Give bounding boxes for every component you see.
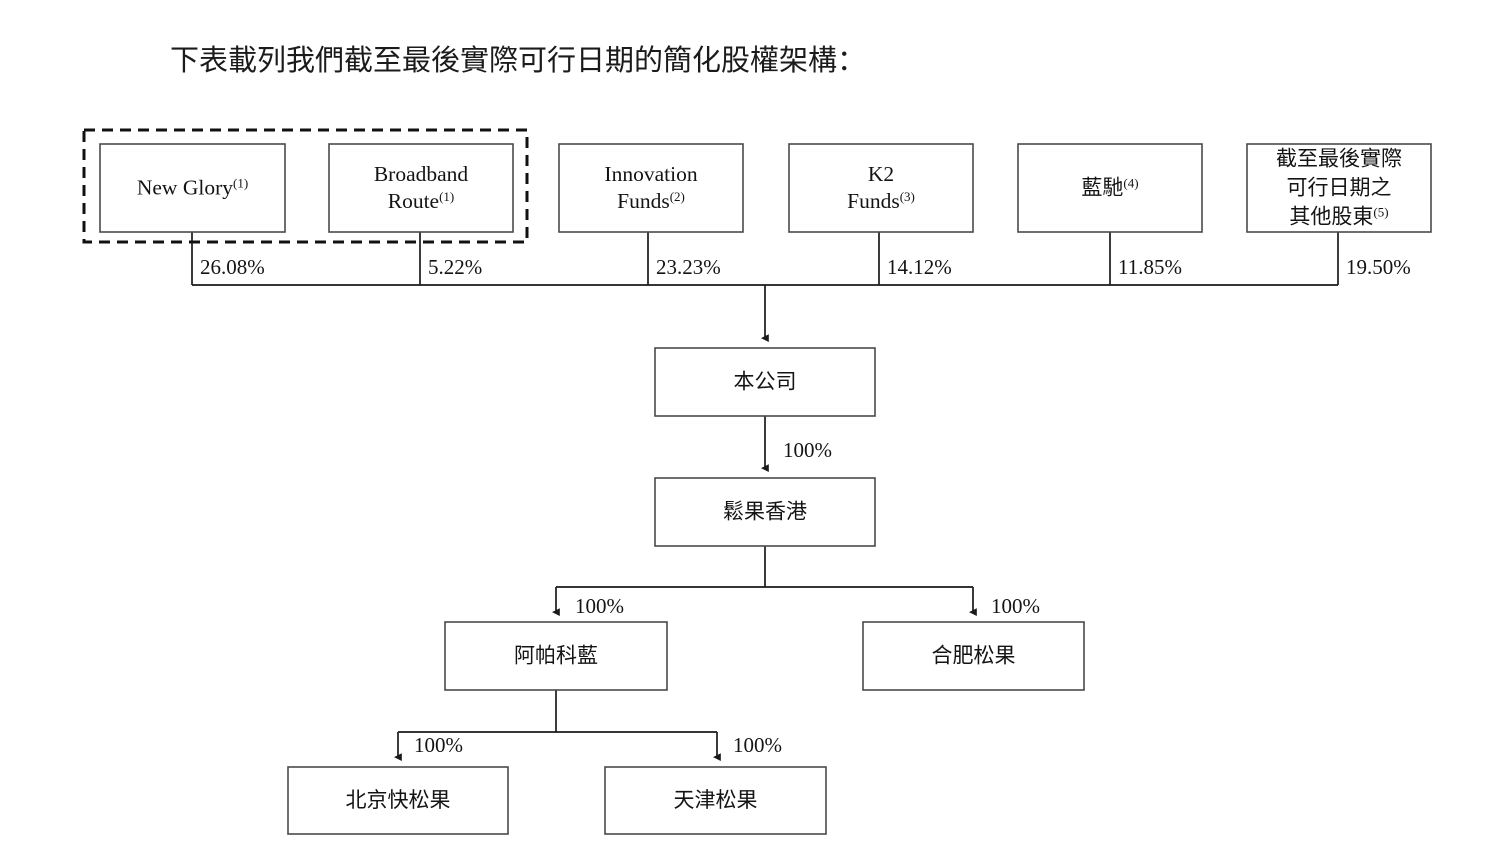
group-box-controlling_group (82, 128, 529, 244)
node-label-others: 截至最後實際 (1276, 147, 1402, 171)
node-hefei[interactable]: 合肥松果 (862, 621, 1085, 691)
node-songguo_hk[interactable]: 鬆果香港 (654, 477, 876, 547)
footnote-marker-others: (5) (1373, 204, 1388, 219)
node-box-beijing (287, 766, 509, 835)
node-label-beijing: 北京快松果 (346, 788, 451, 812)
node-label-apaco: 阿帕科藍 (514, 644, 598, 668)
node-label-songguo_hk: 鬆果香港 (723, 500, 807, 524)
percentage-label-songguo_hk-to-hefei: 100% (991, 594, 1040, 618)
node-label-broadband: Route(1) (388, 189, 455, 214)
node-box-others (1246, 143, 1432, 233)
node-box-apaco (444, 621, 668, 691)
percentage-label-company-to-songguo_hk: 100% (783, 438, 832, 462)
percentage-label-apaco-to-tianjin: 100% (733, 733, 782, 757)
node-label-hefei: 合肥松果 (932, 644, 1016, 668)
footnote-marker-innovation: (2) (670, 189, 685, 204)
node-label-lanchi: 藍馳(4) (1081, 175, 1138, 200)
node-new_glory[interactable]: New Glory(1) (99, 143, 286, 233)
percentage-label-broadband-to-company: 5.22% (428, 255, 482, 279)
node-box-tianjin (604, 766, 827, 835)
percentage-label-layer: 26.08% 5.22% 23.23% 14.12% 11.85% 19.50% 100% 1… (200, 255, 1411, 757)
node-label-k2: Funds(3) (847, 189, 915, 214)
node-label-innovation: Funds(2) (617, 189, 685, 214)
node-label-others: 可行日期之 (1287, 176, 1392, 200)
connector-layer (191, 232, 1339, 762)
node-box-k2 (788, 143, 974, 233)
percentage-label-lanchi-to-company: 11.85% (1118, 255, 1182, 279)
node-label-k2: K2 (868, 162, 894, 186)
footnote-marker-broadband: (1) (439, 189, 454, 204)
node-label-innovation: Innovation (604, 162, 697, 186)
footnote-marker-lanchi: (4) (1123, 175, 1138, 190)
node-label-tianjin: 天津松果 (674, 788, 758, 812)
node-company[interactable]: 本公司 (654, 347, 876, 417)
percentage-label-songguo_hk-to-apaco: 100% (575, 594, 624, 618)
node-beijing[interactable]: 北京快松果 (287, 766, 509, 835)
page-title: 下表載列我們截至最後實際可行日期的簡化股權架構： (170, 44, 866, 77)
node-box-company (654, 347, 876, 417)
footnote-marker-k2: (3) (900, 189, 915, 204)
node-box-broadband (328, 143, 514, 233)
percentage-label-apaco-to-beijing: 100% (414, 733, 463, 757)
percentage-label-new_glory-to-company: 26.08% (200, 255, 265, 279)
node-box-lanchi (1017, 143, 1203, 233)
percentage-label-k2-to-company: 14.12% (887, 255, 952, 279)
percentage-label-others-to-company: 19.50% (1346, 255, 1411, 279)
node-label-new_glory: New Glory(1) (137, 175, 248, 200)
node-label-broadband: Broadband (374, 162, 469, 186)
node-box-hefei (862, 621, 1085, 691)
node-lanchi[interactable]: 藍馳(4) (1017, 143, 1203, 233)
node-label-company: 本公司 (734, 370, 797, 394)
node-box-innovation (558, 143, 744, 233)
node-apaco[interactable]: 阿帕科藍 (444, 621, 668, 691)
node-label-others: 其他股東(5) (1289, 204, 1388, 229)
node-tianjin[interactable]: 天津松果 (604, 766, 827, 835)
footnote-marker-new_glory: (1) (233, 175, 248, 190)
node-box-songguo_hk (654, 477, 876, 547)
node-box-new_glory (99, 143, 286, 233)
group-box-layer (82, 128, 529, 244)
percentage-label-innovation-to-company: 23.23% (656, 255, 721, 279)
